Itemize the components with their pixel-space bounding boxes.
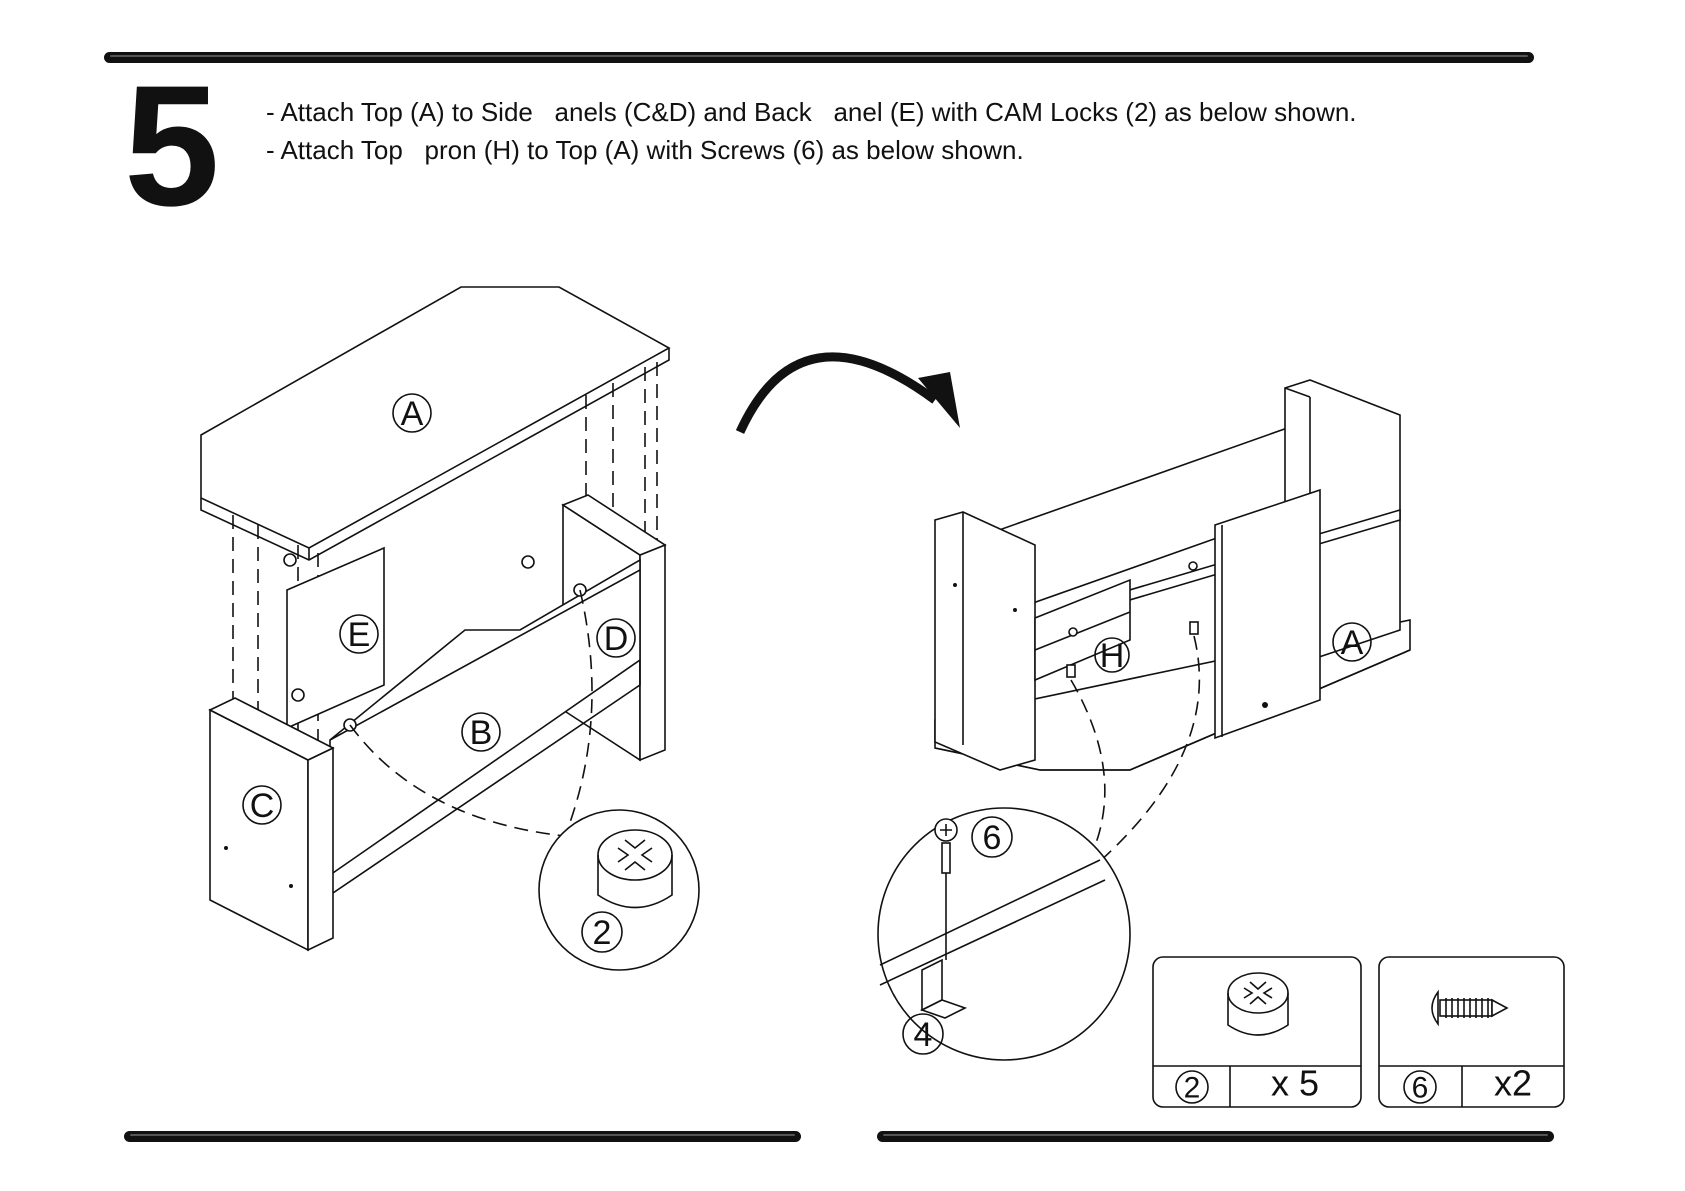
svg-text:D: D xyxy=(604,620,629,658)
svg-text:2: 2 xyxy=(593,914,612,952)
svg-text:E: E xyxy=(348,616,371,654)
label-h: H xyxy=(1095,637,1129,675)
left-assembly-diagram: A E D B C 2 xyxy=(201,287,699,970)
part-quantity-6: x2 xyxy=(1494,1063,1532,1104)
svg-text:6: 6 xyxy=(983,819,1002,857)
screw-bracket-detail-callout: 6 4 xyxy=(878,808,1130,1060)
part-quantity-2: x 5 xyxy=(1271,1063,1319,1104)
cam-lock-detail-callout: 2 xyxy=(539,810,699,970)
svg-text:A: A xyxy=(401,395,424,433)
svg-text:B: B xyxy=(470,714,493,752)
svg-text:C: C xyxy=(250,787,275,825)
parts-box-screw: 6 x2 xyxy=(1379,957,1564,1107)
svg-text:2: 2 xyxy=(1184,1072,1201,1105)
parts-box-cam-lock: 2 x 5 xyxy=(1153,957,1361,1107)
front-panel-right xyxy=(1215,490,1320,738)
svg-text:H: H xyxy=(1100,637,1125,675)
svg-text:6: 6 xyxy=(1412,1072,1429,1105)
side-panel-left xyxy=(935,512,1035,770)
svg-text:4: 4 xyxy=(914,1016,933,1054)
svg-text:A: A xyxy=(1341,624,1364,662)
curved-arrow-icon xyxy=(740,357,960,432)
